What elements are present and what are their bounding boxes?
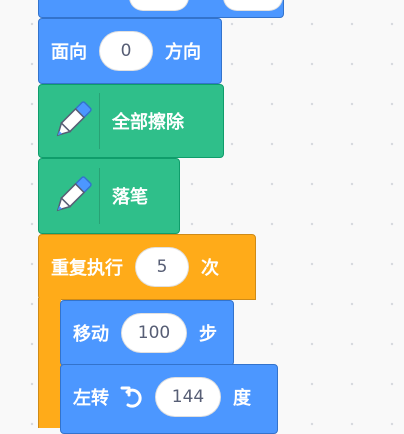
turn-left-label: 左转 xyxy=(73,388,109,409)
motion-block-partial[interactable] xyxy=(38,0,284,18)
partial-input-1[interactable] xyxy=(129,0,189,11)
rotate-left-icon xyxy=(119,384,145,410)
direction-input[interactable]: 0 xyxy=(99,31,153,71)
point-in-direction-label: 面向 xyxy=(51,42,87,63)
pen-icon xyxy=(45,169,99,223)
repeat-count-value: 5 xyxy=(156,257,168,277)
pen-clear-label: 全部擦除 xyxy=(112,112,184,133)
move-label: 移动 xyxy=(73,324,109,345)
move-suffix: 步 xyxy=(199,324,217,345)
pen-down-label: 落笔 xyxy=(112,187,148,208)
pen-down-block[interactable]: 落笔 xyxy=(38,158,180,234)
partial-input-2[interactable] xyxy=(223,0,283,11)
block-separator xyxy=(99,93,100,149)
block-separator xyxy=(99,168,100,224)
pen-clear-block[interactable]: 全部擦除 xyxy=(38,84,224,158)
repeat-block[interactable]: 重复执行 5 次 xyxy=(38,234,256,300)
pen-icon xyxy=(45,94,99,148)
degrees-input[interactable]: 144 xyxy=(155,377,221,417)
degrees-value: 144 xyxy=(171,387,205,407)
steps-value: 100 xyxy=(137,323,171,343)
repeat-suffix: 次 xyxy=(201,258,219,279)
steps-input[interactable]: 100 xyxy=(121,313,187,353)
repeat-label: 重复执行 xyxy=(51,258,123,279)
point-in-direction-block[interactable]: 面向 0 方向 xyxy=(38,18,222,84)
turn-left-suffix: 度 xyxy=(233,388,251,409)
direction-value: 0 xyxy=(120,41,132,61)
turn-left-block[interactable]: 左转 144 度 xyxy=(60,364,278,434)
repeat-c-arm xyxy=(38,298,61,428)
move-steps-block[interactable]: 移动 100 步 xyxy=(60,300,234,366)
point-in-direction-suffix: 方向 xyxy=(165,42,201,63)
repeat-count-input[interactable]: 5 xyxy=(135,247,189,287)
